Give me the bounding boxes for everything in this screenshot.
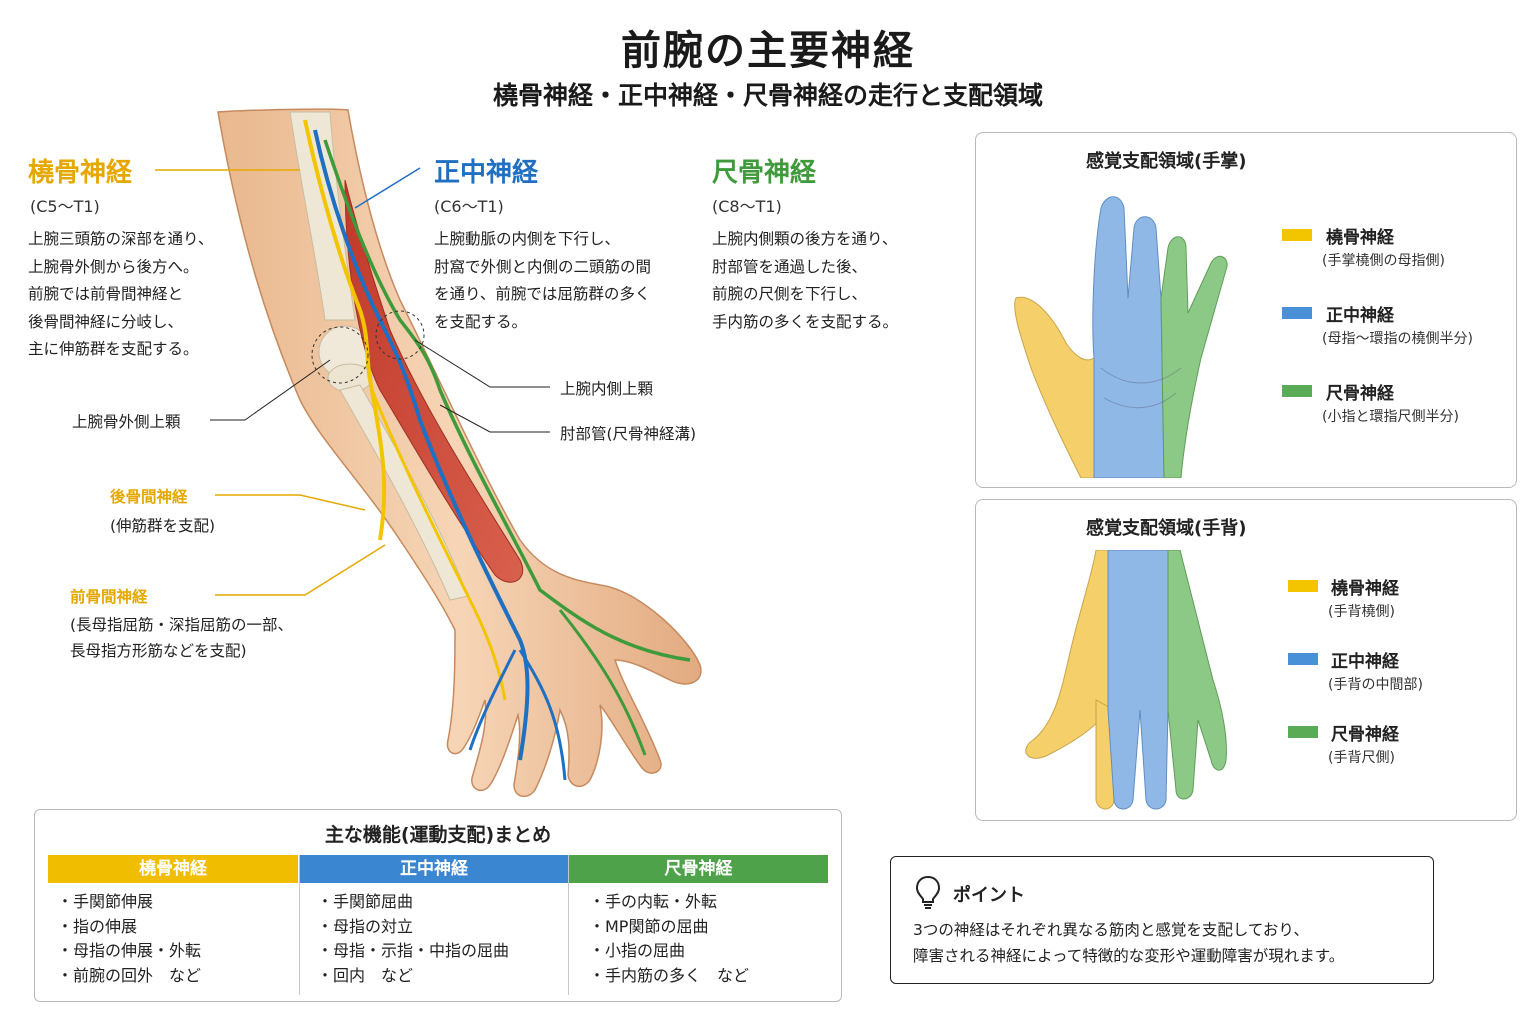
- dorsal-legend-ulnar-swatch: [1288, 726, 1318, 738]
- radial-nerve-path: [303, 119, 387, 541]
- summary-col-radial-list: ・手関節伸展 ・指の伸展 ・母指の伸展・外転 ・前腕の回外 など: [57, 890, 201, 988]
- list-item: ・母指の対立: [317, 916, 414, 936]
- dorsal-legend-ulnar-note: (手背尺側): [1328, 750, 1395, 766]
- medial-epicondyle-label: 上腕内側上顆: [560, 380, 654, 398]
- list-item: ・手関節伸展: [57, 892, 154, 911]
- posterior-interosseous-label: 後骨間神経: [110, 488, 188, 506]
- palm-legend-median-note: (母指〜環指の橈側半分): [1322, 331, 1473, 347]
- palm-legend-ulnar-swatch: [1282, 385, 1312, 397]
- radial-nerve-description: 上腕三頭筋の深部を通り、 上腕骨外側から後方へ。 前腕では前骨間神経と 後骨間神…: [28, 230, 214, 358]
- dorsal-panel-title: 感覚支配領域(手背): [1086, 518, 1247, 539]
- dorsal-legend-radial-swatch: [1288, 580, 1318, 592]
- palm-legend-ulnar-note: (小指と環指尺側半分): [1322, 409, 1459, 425]
- anterior-interosseous-label: 前骨間神経: [70, 588, 148, 606]
- list-item: ・小指の屈曲: [589, 941, 686, 960]
- ulnar-nerve-path: [323, 139, 691, 662]
- dorsal-legend-radial-note: (手背橈側): [1328, 604, 1395, 620]
- point-text: 3つの神経はそれぞれ異なる筋肉と感覚を支配しており、 障害される神経によって特徴…: [913, 921, 1345, 965]
- palm-legend-median-name: 正中神経: [1326, 306, 1394, 326]
- page-title: 前腕の主要神経: [621, 28, 915, 74]
- cubital-tunnel-label: 肘部管(尺骨神経溝): [560, 425, 697, 443]
- ulnar-nerve-heading: 尺骨神経: [712, 158, 817, 188]
- list-item: ・母指・示指・中指の屈曲: [317, 941, 510, 960]
- dorsal-legend-ulnar-name: 尺骨神経: [1331, 725, 1399, 745]
- median-nerve-range: (C6〜T1): [434, 197, 504, 216]
- palm-legend-ulnar-name: 尺骨神経: [1326, 384, 1394, 404]
- ulnar-nerve-description: 上腕内側顆の後方を通り、 肘部管を通過した後、 前腕の尺側を下行し、 手内筋の多…: [712, 230, 899, 331]
- summary-divider: [568, 855, 569, 995]
- list-item: ・回内 など: [317, 965, 414, 985]
- list-item: ・手関節屈曲: [317, 892, 414, 911]
- palm-panel-title: 感覚支配領域(手掌): [1086, 151, 1247, 172]
- list-item: ・母指の伸展・外転: [57, 941, 202, 960]
- palm-sensory-panel: 感覚支配領域(手掌) 橈骨神経 (手掌橈側の母指側) 正中神経 (母指〜環指の橈…: [975, 132, 1517, 488]
- dorsal-hand-illustration: [1025, 550, 1227, 810]
- palm-illustration: [1014, 196, 1228, 478]
- list-item: ・指の伸展: [57, 916, 138, 936]
- posterior-interosseous-note: (伸筋群を支配): [110, 517, 216, 535]
- summary-col-median-list: ・手関節屈曲 ・母指の対立 ・母指・示指・中指の屈曲 ・回内 など: [317, 890, 509, 988]
- median-nerve-description: 上腕動脈の内側を下行し、 肘窩で外側と内側の二頭筋の間 を通り、前腕では屈筋群の…: [434, 230, 652, 331]
- page-subtitle: 橈骨神経・正中神経・尺骨神経の走行と支配領域: [492, 81, 1043, 110]
- motor-function-summary: 主な機能(運動支配)まとめ 橈骨神経 ・手関節伸展 ・指の伸展 ・母指の伸展・外…: [34, 809, 842, 1002]
- forearm-illustration: [155, 108, 702, 797]
- anterior-interosseous-note: (長母指屈筋・深指屈筋の一部、 長母指方形筋などを支配): [70, 616, 294, 660]
- median-nerve-heading: 正中神経: [434, 158, 539, 188]
- palm-legend-radial-name: 橈骨神経: [1326, 228, 1394, 248]
- list-item: ・前腕の回外 など: [57, 965, 202, 985]
- dorsal-legend-radial-name: 橈骨神経: [1331, 579, 1399, 599]
- summary-title: 主な機能(運動支配)まとめ: [324, 824, 552, 846]
- lightbulb-icon: [915, 875, 941, 909]
- summary-col-radial-header: 橈骨神経: [48, 855, 298, 883]
- lateral-epicondyle-label: 上腕骨外側上顆: [72, 413, 181, 431]
- point-box: ポイント 3つの神経はそれぞれ異なる筋肉と感覚を支配しており、 障害される神経に…: [890, 856, 1434, 984]
- summary-divider: [299, 855, 300, 995]
- list-item: ・手内筋の多く など: [589, 965, 750, 985]
- dorsal-sensory-panel: 感覚支配領域(手背) 橈骨神経 (手背橈側) 正中神経 (手背の中間部) 尺骨神…: [975, 499, 1517, 821]
- radial-nerve-range: (C5〜T1): [30, 197, 100, 216]
- dorsal-legend-median-note: (手背の中間部): [1328, 677, 1423, 693]
- summary-col-ulnar-header: 尺骨神経: [569, 855, 828, 883]
- palm-legend-radial-note: (手掌橈側の母指側): [1322, 253, 1445, 269]
- palm-legend-median-swatch: [1282, 307, 1312, 319]
- list-item: ・MP関節の屈曲: [589, 916, 709, 936]
- point-title: ポイント: [953, 885, 1025, 906]
- dorsal-legend-median-name: 正中神経: [1331, 652, 1399, 672]
- dorsal-legend-median-swatch: [1288, 653, 1318, 665]
- list-item: ・手の内転・外転: [589, 892, 718, 911]
- ulnar-nerve-range: (C8〜T1): [712, 197, 782, 216]
- summary-col-ulnar-list: ・手の内転・外転 ・MP関節の屈曲 ・小指の屈曲 ・手内筋の多く など: [589, 890, 749, 988]
- palm-legend-radial-swatch: [1282, 229, 1312, 241]
- radial-nerve-heading: 橈骨神経: [28, 158, 133, 188]
- summary-col-median-header: 正中神経: [300, 855, 568, 883]
